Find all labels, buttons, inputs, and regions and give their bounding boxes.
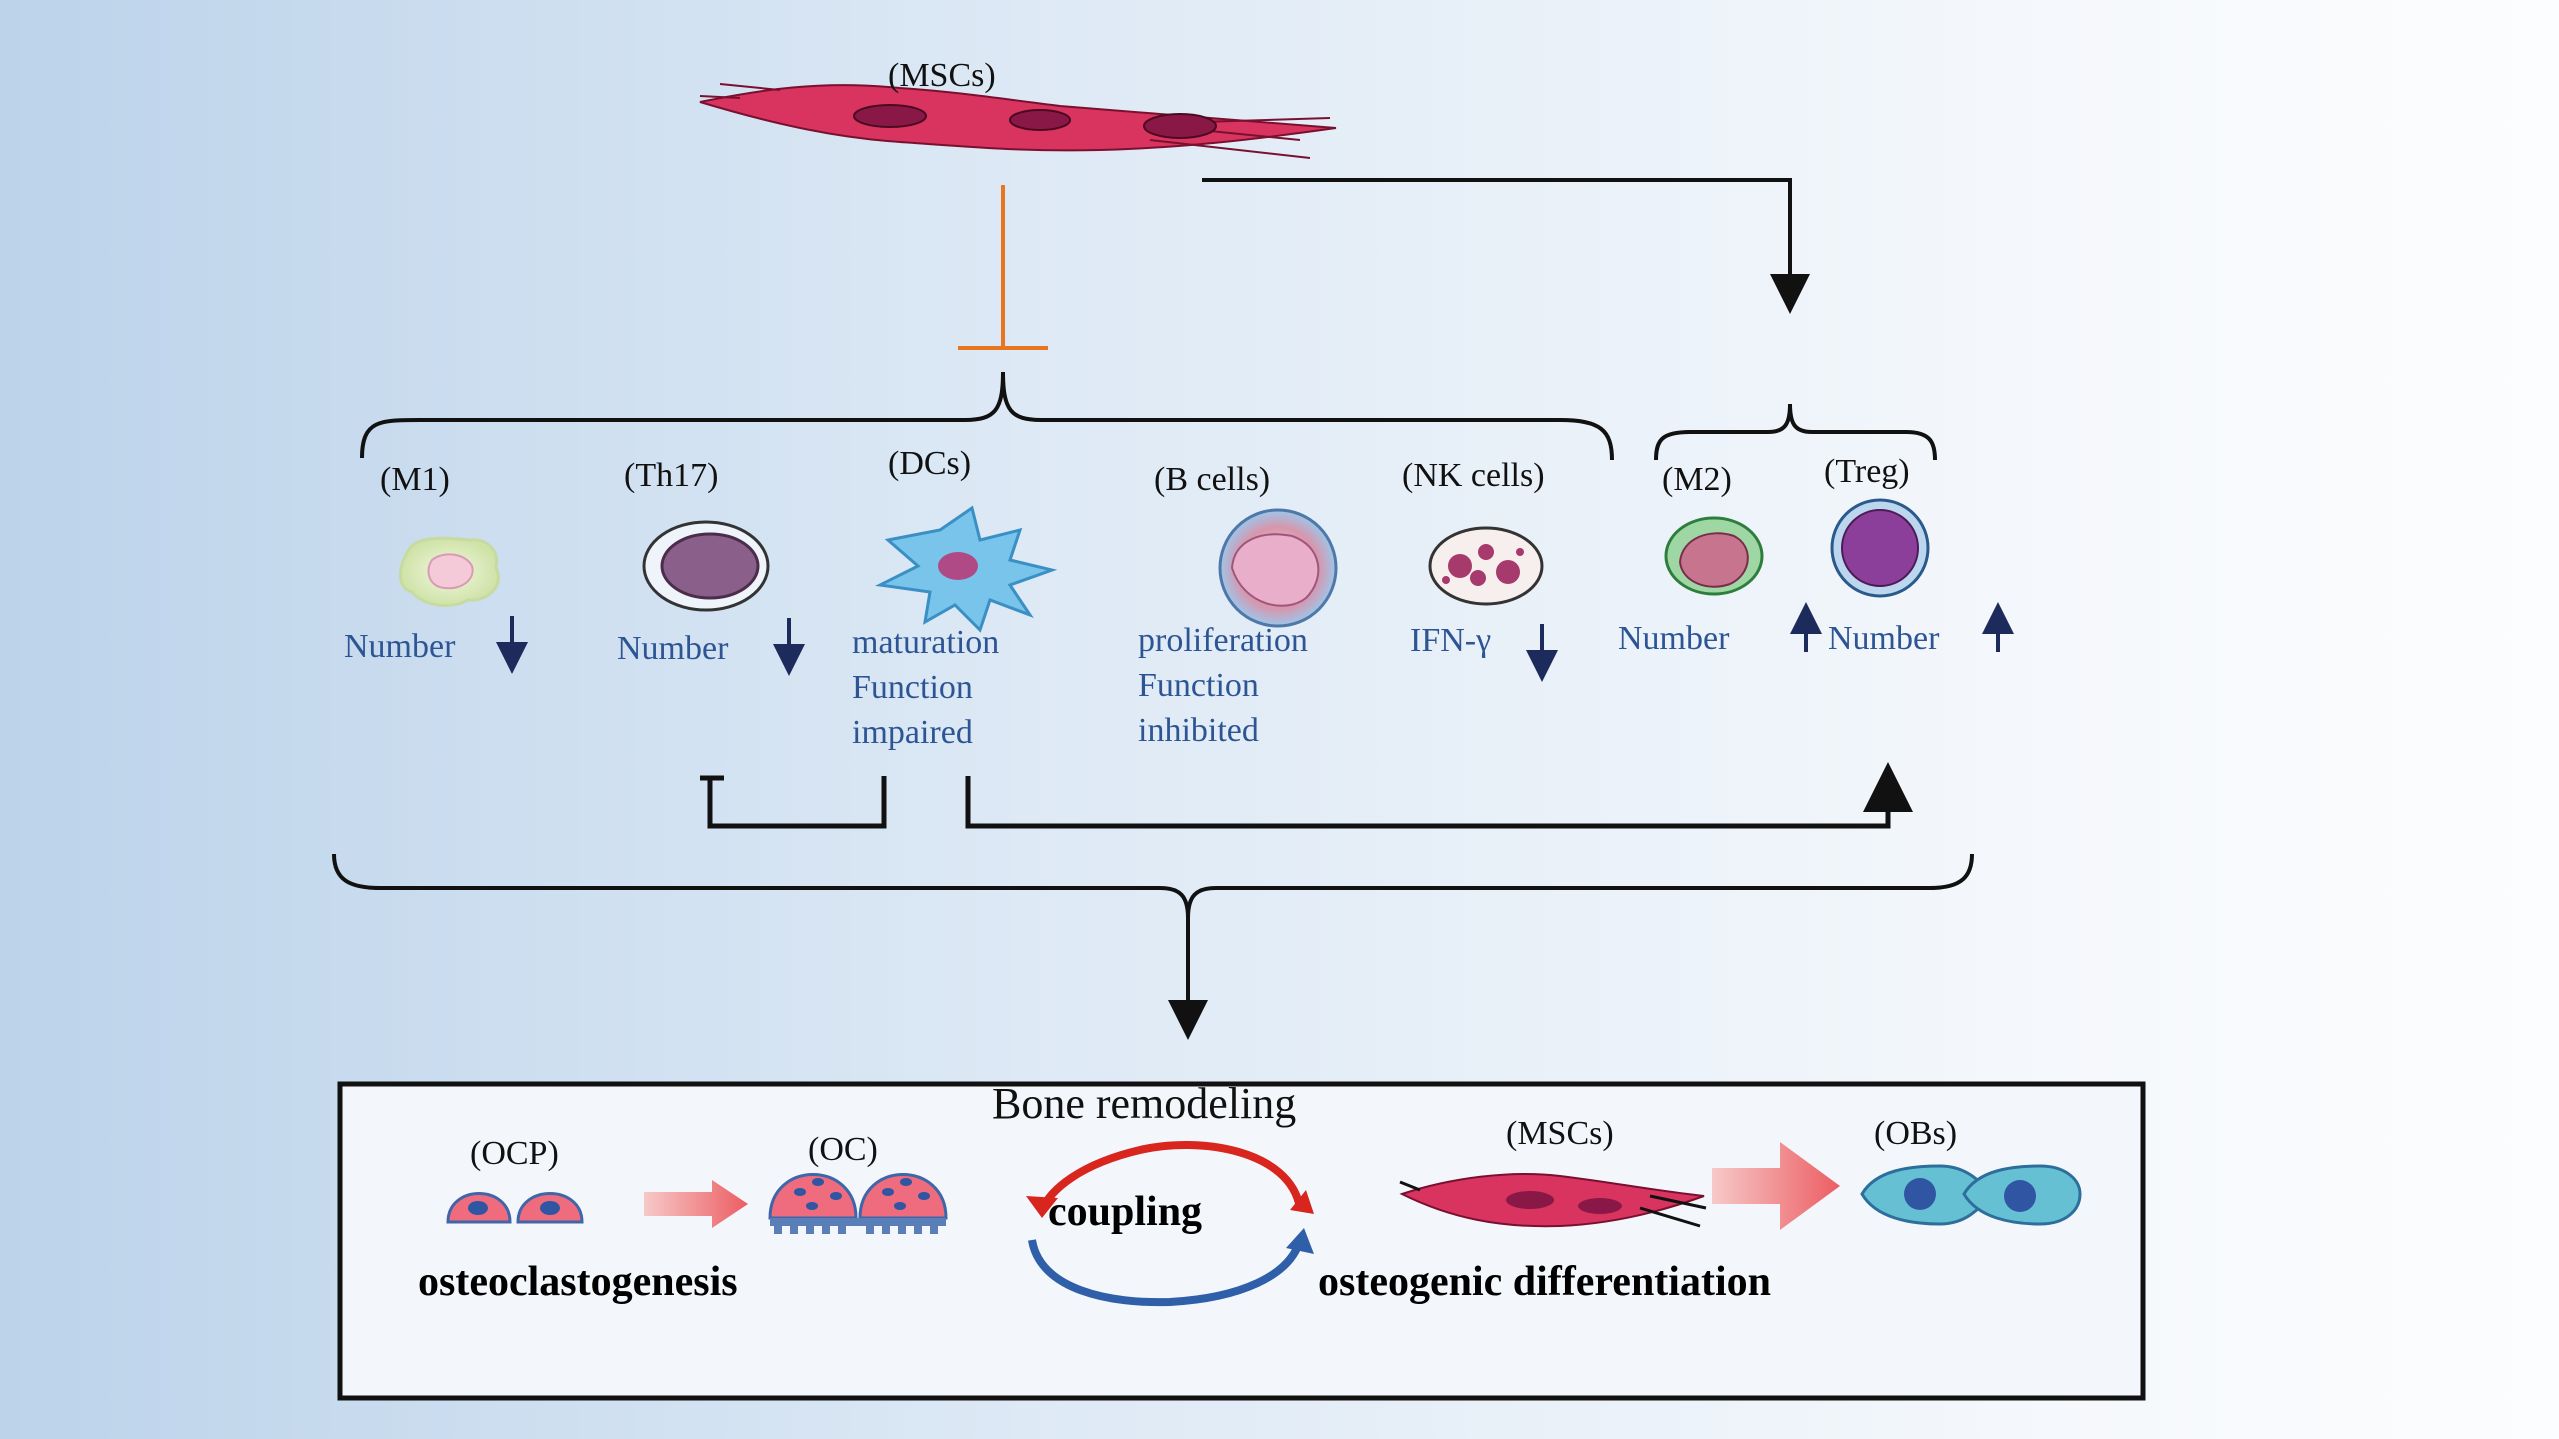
- treg-effect: Number: [1828, 620, 1940, 657]
- bone-remodeling-box: [337, 1081, 2146, 1401]
- brace-inhibited: [360, 371, 1614, 461]
- nk-effect: IFN-γ: [1410, 622, 1492, 659]
- osteogenic-label: osteogenic differentiation: [1318, 1259, 1771, 1305]
- coupling-arrow-blue: [1028, 1238, 1304, 1307]
- inhibition-symbol: [958, 185, 1048, 350]
- dcs-effect-line1: maturation: [852, 624, 1000, 661]
- treg-label: (Treg): [1824, 453, 1910, 490]
- nk-label: (NK cells): [1402, 457, 1545, 494]
- nk-cell: [1428, 526, 1544, 606]
- treg-cell: [1830, 498, 1930, 598]
- osteoclastogenesis-label: osteoclastogenesis: [418, 1259, 738, 1305]
- ocp-cells: [446, 1192, 584, 1224]
- coupling-arrow-red: [1038, 1141, 1304, 1212]
- connector-inhibit: [707, 776, 887, 829]
- brace-bottom: [332, 853, 1974, 919]
- msc-bottom-cell: [1399, 1173, 1707, 1228]
- brace-promoted: [1654, 403, 1937, 461]
- dc-cell: [875, 505, 1058, 633]
- th17-effect: Number: [617, 630, 729, 667]
- m2-label: (M2): [1662, 461, 1732, 498]
- msc-top-label: (MSCs): [888, 57, 996, 94]
- m2-cell: [1664, 516, 1764, 596]
- dcs-effect-line3: impaired: [852, 714, 973, 751]
- msc-top-cell: [699, 83, 1337, 159]
- connector-promote: [965, 762, 1913, 829]
- arrow-ocp-to-oc: [644, 1180, 748, 1228]
- msc-bottom-label: (MSCs): [1506, 1115, 1614, 1152]
- oc-cells: [768, 1173, 948, 1234]
- bcells-effect-line2: Function: [1138, 667, 1259, 704]
- bcells-label: (B cells): [1154, 461, 1271, 498]
- oc-label: (OC): [808, 1131, 878, 1168]
- m1-effect: Number: [344, 628, 456, 665]
- m1-cell: [399, 536, 500, 607]
- ocp-label: (OCP): [470, 1135, 559, 1172]
- promotion-arrow: [1202, 178, 1810, 314]
- arrow-msc-to-ob: [1712, 1142, 1840, 1230]
- bcells-effect-line3: inhibited: [1138, 712, 1259, 749]
- obs-label: (OBs): [1874, 1115, 1958, 1152]
- th17-cell: [642, 520, 770, 612]
- m1-label: (M1): [380, 461, 450, 498]
- th17-label: (Th17): [624, 457, 719, 494]
- m2-effect: Number: [1618, 620, 1730, 657]
- bone-remodeling-title: Bone remodeling: [992, 1079, 1297, 1128]
- ob-cells: [1860, 1164, 2082, 1226]
- dcs-label: (DCs): [888, 445, 972, 482]
- b-cell: [1218, 508, 1338, 628]
- bcells-effect-line1: proliferation: [1138, 622, 1308, 659]
- dcs-effect-line2: Function: [852, 669, 973, 706]
- coupling-label: coupling: [1048, 1189, 1203, 1235]
